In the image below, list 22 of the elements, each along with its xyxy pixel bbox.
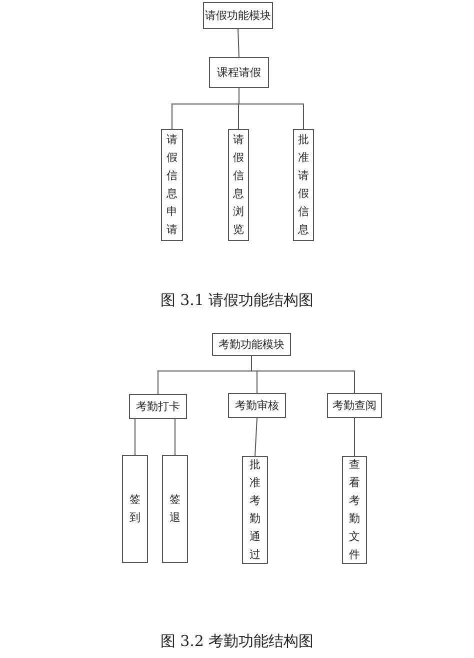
figure-caption: 图 3.1 请假功能结构图 <box>159 291 315 310</box>
connector-line <box>238 88 304 130</box>
figure-caption: 图 3.2 考勤功能结构图 <box>159 632 315 651</box>
connector-line <box>254 418 258 456</box>
module-box: 课程请假 <box>209 57 269 88</box>
module-box: 批准考勤通过 <box>242 456 268 564</box>
module-box: 考勤审核 <box>228 393 286 418</box>
module-box: 批准请假信息 <box>293 129 314 241</box>
connector-line <box>251 356 355 394</box>
module-box: 请假信息浏览 <box>228 129 249 241</box>
module-box: 考勤打卡 <box>129 394 187 419</box>
module-box: 请假功能模块 <box>203 2 273 29</box>
module-box: 请假信息申请 <box>161 129 183 241</box>
module-box: 签到 <box>122 455 148 563</box>
connector-line <box>354 418 355 456</box>
module-box: 考勤功能模块 <box>212 333 291 356</box>
module-box: 查看考勤文件 <box>342 456 367 564</box>
connector-line <box>238 28 240 58</box>
connector-line <box>174 418 176 456</box>
module-box: 考勤查阅 <box>327 393 382 418</box>
connector-line <box>134 418 136 456</box>
module-box: 签退 <box>162 455 188 563</box>
